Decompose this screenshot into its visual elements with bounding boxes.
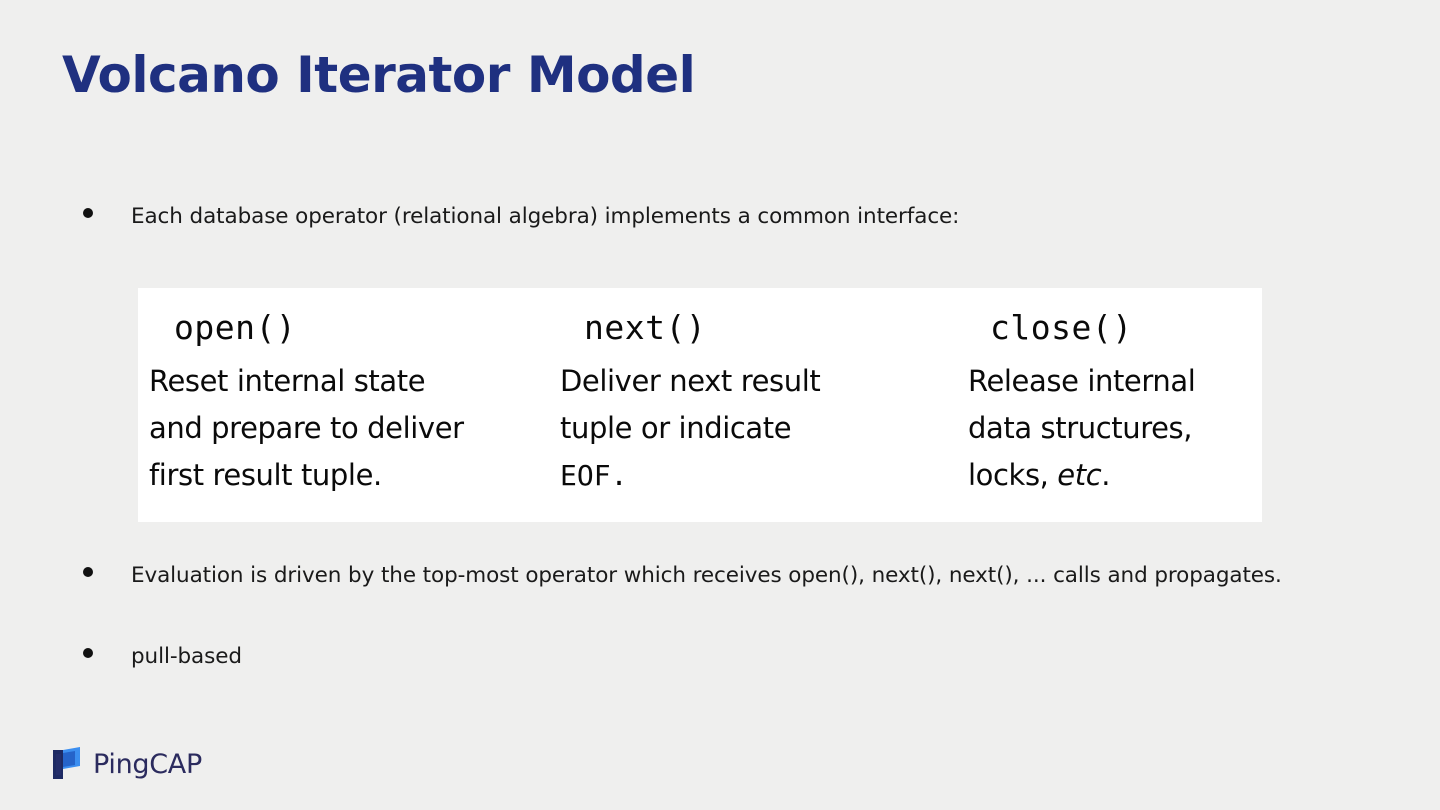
bullet-item-intro: Each database operator (relational algeb…: [83, 197, 959, 238]
api-description-close-etc: etc: [1057, 458, 1102, 493]
bullet-intro-text: Each database operator (relational algeb…: [131, 204, 960, 229]
api-description-close: Release internal data structures, locks,…: [968, 358, 1258, 500]
api-description-open-line-3: first result tuple.: [149, 458, 382, 493]
bullet-pull-based-text: pull-based: [131, 644, 242, 669]
bullet-item-pull-based: pull-based: [83, 637, 242, 678]
brand-wordmark: PingCAP: [93, 748, 202, 780]
api-signature-close: close(): [990, 308, 1133, 347]
api-description-open-line-2: and prepare to deliver: [149, 411, 464, 446]
api-signature-open: open(): [174, 308, 297, 347]
bullet-item-evaluation: Evaluation is driven by the top-most ope…: [83, 556, 1383, 597]
api-columns: open() Reset internal state and prepare …: [138, 288, 1262, 522]
api-description-next-line-2: tuple or indicate: [560, 411, 792, 446]
api-description-next-eof: EOF.: [560, 459, 628, 493]
api-signature-next: next(): [584, 308, 707, 347]
api-description-close-line-2: data structures,: [968, 411, 1193, 446]
api-column-close: close() Release internal data structures…: [968, 288, 1258, 500]
pingcap-logo-icon: [53, 747, 80, 779]
api-column-open: open() Reset internal state and prepare …: [149, 288, 544, 500]
api-description-open: Reset internal state and prepare to deli…: [149, 358, 544, 500]
api-column-next: next() Deliver next result tuple or indi…: [560, 288, 955, 500]
brand-logo: PingCAP: [50, 746, 202, 782]
api-description-next-line-1: Deliver next result: [560, 363, 821, 398]
api-description-next: Deliver next result tuple or indicate EO…: [560, 358, 955, 500]
api-description-close-period: .: [1101, 458, 1111, 493]
bullet-dot-icon: [83, 567, 93, 577]
page-title: Volcano Iterator Model: [62, 46, 696, 104]
api-description-open-line-1: Reset internal state: [149, 363, 426, 398]
api-description-close-line-3-prefix: locks,: [968, 458, 1058, 493]
bullet-evaluation-text: Evaluation is driven by the top-most ope…: [131, 563, 1282, 588]
bullet-dot-icon: [83, 208, 93, 218]
api-description-close-line-1: Release internal: [968, 363, 1196, 398]
bullet-dot-icon: [83, 648, 93, 658]
api-interface-panel: open() Reset internal state and prepare …: [138, 288, 1262, 522]
